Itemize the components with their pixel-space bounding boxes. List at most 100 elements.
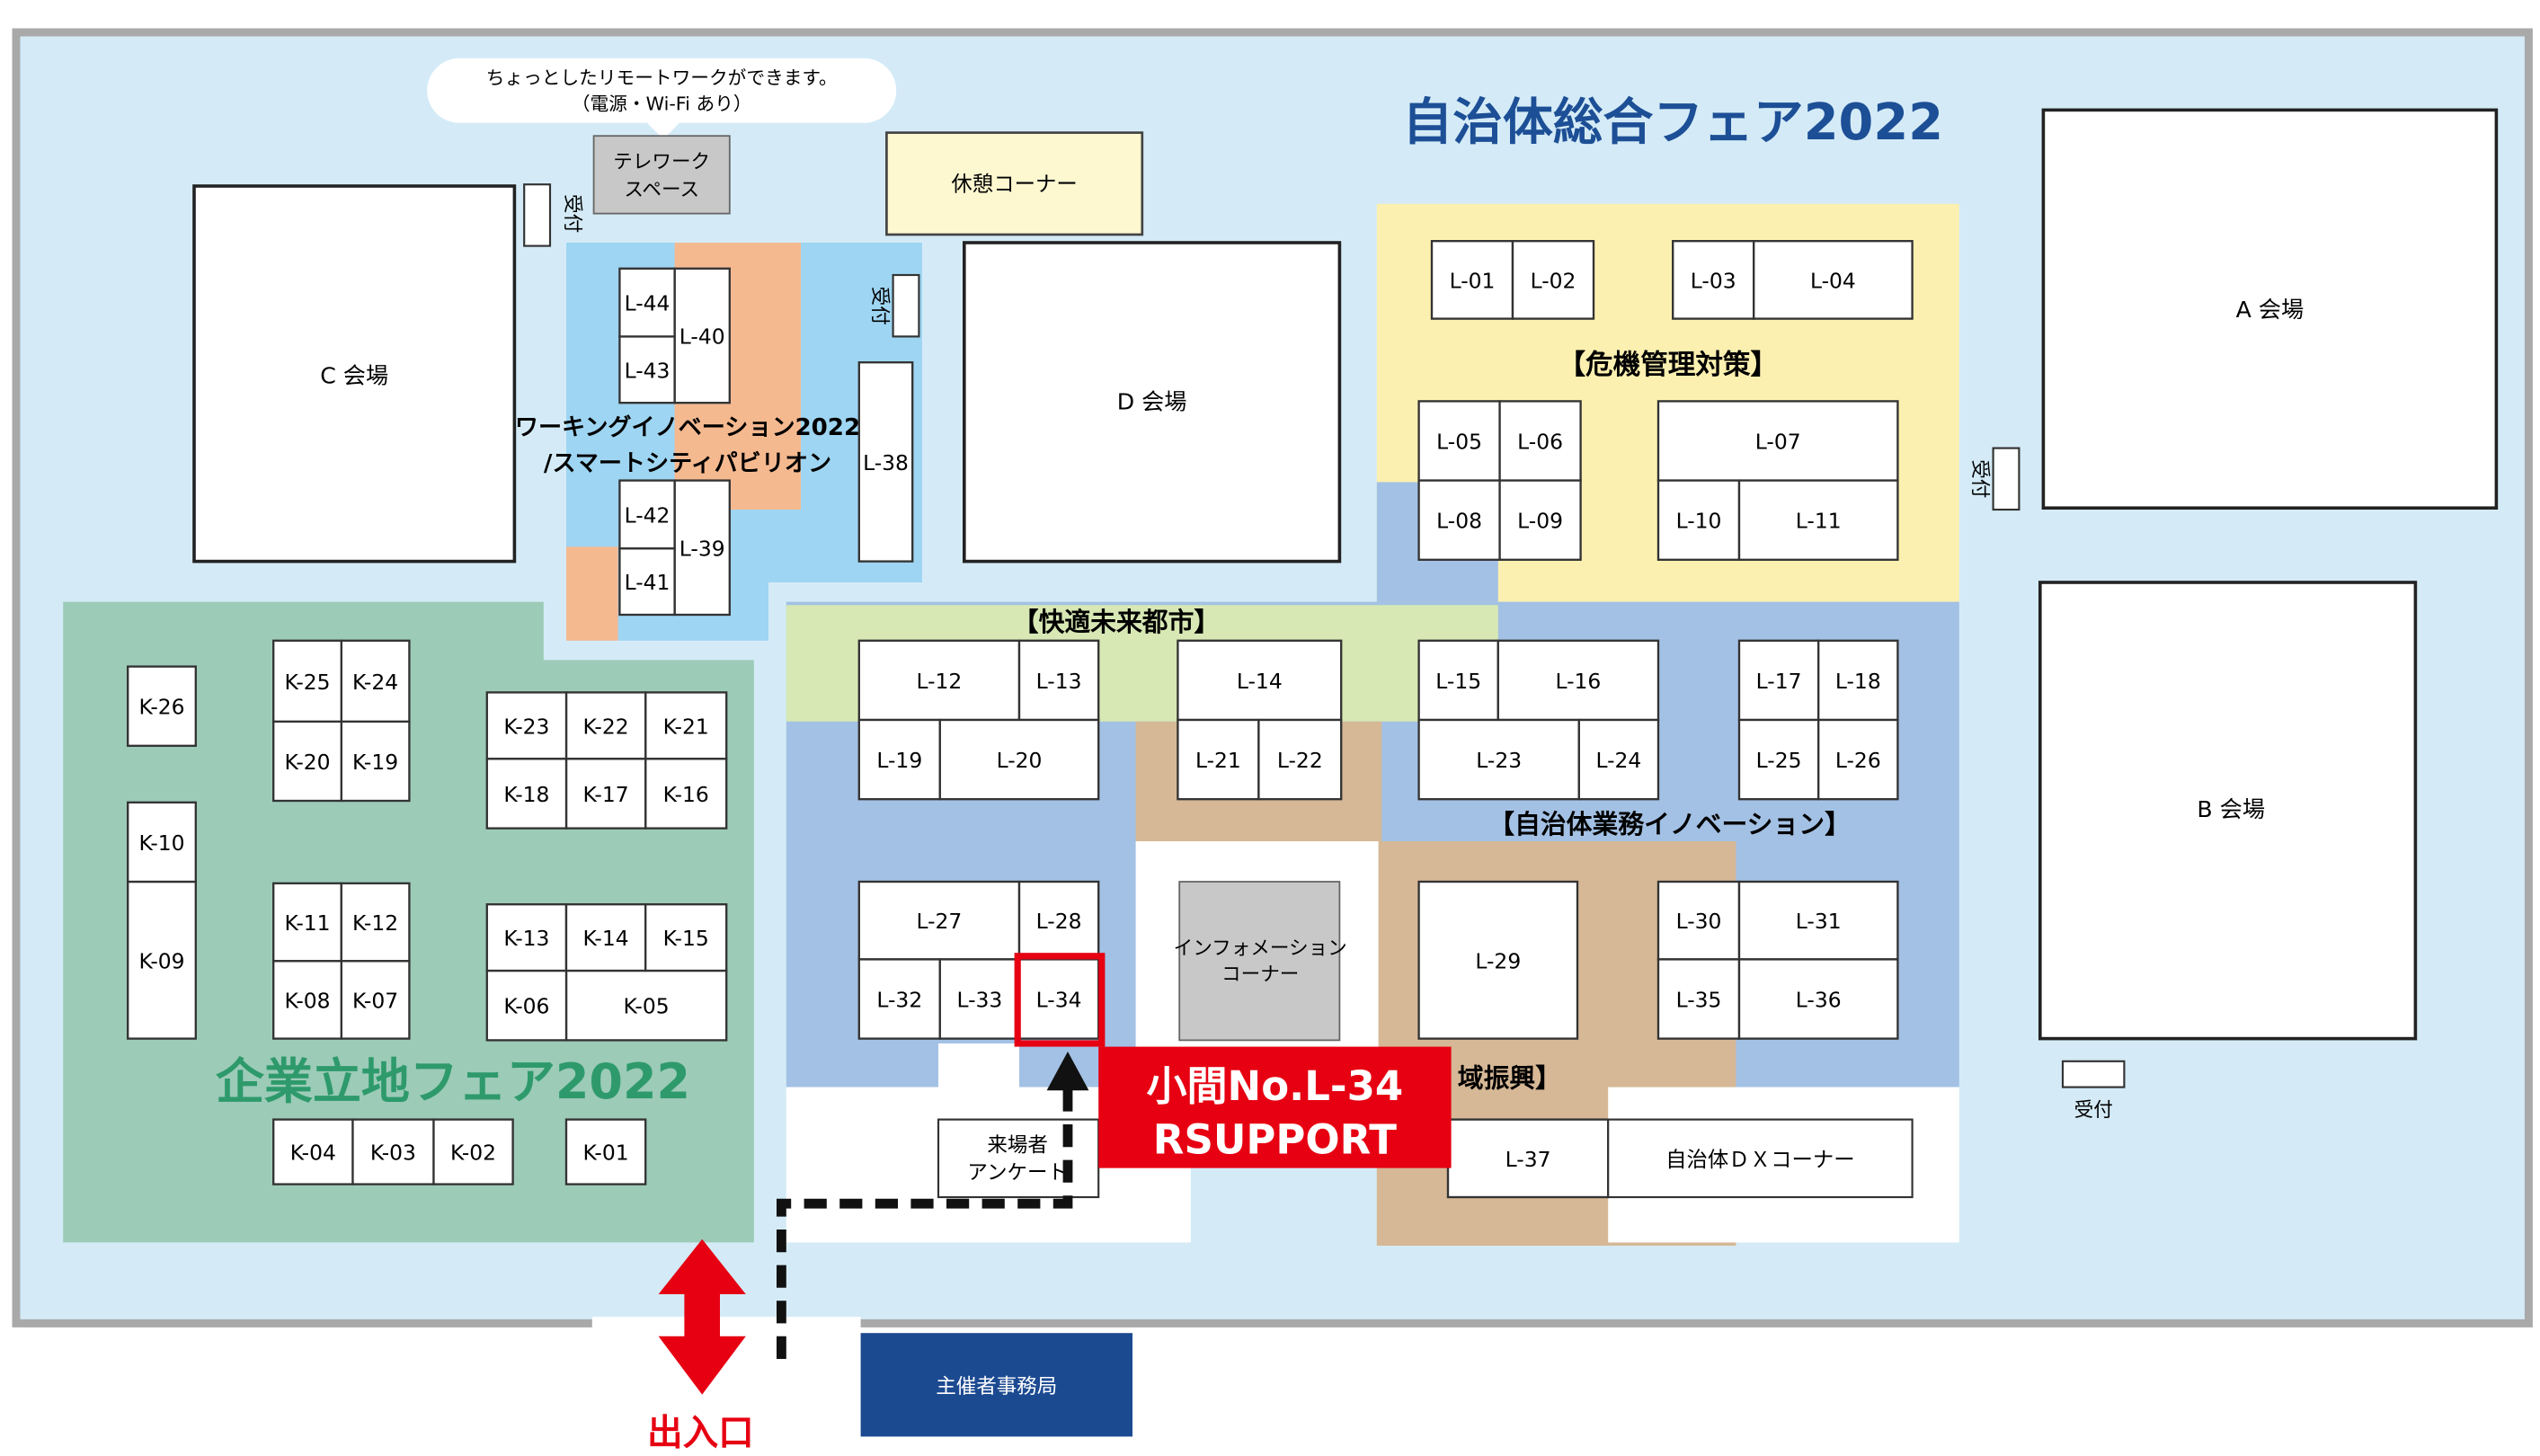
booth-k-05[interactable] (564, 969, 728, 1042)
booth-label-k-12: K-12 (352, 910, 398, 936)
pavilion-title-2: /スマートシティパビリオン (544, 450, 831, 477)
booth-k-14[interactable] (564, 903, 647, 972)
callout-line1: ちょっとしたリモートワークができます。 (486, 67, 838, 89)
telework-space (592, 135, 731, 215)
booth-label-k-05: K-05 (624, 994, 670, 1019)
booth-label-l-39: L-39 (679, 536, 725, 561)
booth-label-l-28: L-28 (1036, 909, 1082, 934)
booth-l-31[interactable] (1737, 880, 1899, 961)
booth-l-10[interactable] (1656, 479, 1741, 561)
booth-l-16[interactable] (1496, 639, 1660, 722)
booth-label-l-17: L-17 (1756, 669, 1802, 694)
booth-l-23[interactable] (1417, 718, 1580, 801)
booth-label-k-23: K-23 (503, 714, 549, 739)
booth-l-32[interactable] (857, 958, 941, 1040)
booth-k-01[interactable] (564, 1118, 647, 1185)
hall-c-label: C 会場 (320, 363, 388, 389)
booth-label-l-30: L-30 (1676, 909, 1722, 934)
booth-l-42[interactable] (618, 479, 676, 550)
dx-corner-label: 自治体ＤＸコーナー (1665, 1147, 1855, 1172)
booth-l-09[interactable] (1498, 479, 1582, 561)
booth-l-26[interactable] (1817, 718, 1899, 801)
booth-l-03[interactable] (1672, 240, 1755, 320)
booth-k-17[interactable] (564, 758, 647, 830)
booth-k-21[interactable] (644, 691, 728, 760)
route-arrow-head (1046, 1052, 1089, 1091)
booth-l-08[interactable] (1417, 479, 1501, 561)
booth-label-k-17: K-17 (583, 782, 629, 807)
booth-label-l-03: L-03 (1691, 268, 1736, 293)
booth-l-41[interactable] (618, 547, 676, 617)
rest-corner (885, 131, 1144, 236)
booth-k-10[interactable] (127, 801, 197, 883)
booth-l-27[interactable] (857, 880, 1021, 961)
booth-label-k-21: K-21 (663, 714, 709, 739)
booth-l-38[interactable] (857, 361, 914, 563)
booth-k-18[interactable] (485, 758, 568, 830)
booth-label-l-20: L-20 (997, 748, 1043, 773)
booth-l-17[interactable] (1737, 639, 1820, 722)
booth-l-43[interactable] (618, 335, 676, 404)
booth-l-29[interactable] (1417, 880, 1579, 1040)
booth-label-l-44: L-44 (625, 291, 671, 316)
booth-k-13[interactable] (485, 903, 568, 972)
booth-k-26[interactable] (127, 665, 197, 747)
booth-label-l-19: L-19 (876, 748, 922, 773)
booth-l-24[interactable] (1577, 718, 1660, 801)
reception-desk-1 (523, 183, 552, 247)
booth-l-40[interactable] (673, 267, 731, 404)
booth-l-20[interactable] (938, 718, 1100, 801)
booth-l-15[interactable] (1417, 639, 1499, 722)
booth-k-25[interactable] (272, 639, 342, 723)
booth-l-04[interactable] (1753, 240, 1914, 320)
booth-k-03[interactable] (351, 1118, 435, 1185)
booth-l-36[interactable] (1737, 958, 1899, 1040)
booth-k-11[interactable] (272, 882, 342, 963)
booth-label-l-09: L-09 (1517, 509, 1563, 534)
booth-l-44[interactable] (618, 267, 676, 338)
booth-k-15[interactable] (644, 903, 728, 972)
telework-callout (427, 58, 897, 123)
booth-l-02[interactable] (1511, 240, 1595, 320)
booth-k-24[interactable] (340, 639, 411, 723)
booth-k-02[interactable] (432, 1118, 514, 1185)
crisis-zone-label: 【危機管理対策】 (1558, 350, 1778, 381)
highlight-label-box[interactable] (1098, 1046, 1452, 1168)
booth-label-k-04: K-04 (290, 1141, 336, 1166)
booth-l-07[interactable] (1656, 400, 1899, 482)
comfort-zone-label: 【快適未来都市】 (1013, 607, 1220, 637)
booth-label-l-15: L-15 (1435, 669, 1481, 694)
booth-k-12[interactable] (340, 882, 411, 963)
booth-l-01[interactable] (1430, 240, 1514, 320)
booth-label-l-29: L-29 (1475, 948, 1521, 973)
booth-k-06[interactable] (485, 969, 568, 1042)
hall-c (192, 184, 517, 564)
booth-label-l-10: L-10 (1676, 509, 1722, 534)
booth-k-23[interactable] (485, 691, 568, 760)
booth-label-l-25: L-25 (1756, 748, 1802, 773)
booth-l-12[interactable] (857, 639, 1021, 722)
booth-label-l-06: L-06 (1517, 430, 1563, 455)
booth-label-l-13: L-13 (1036, 669, 1082, 694)
booth-l-11[interactable] (1737, 479, 1899, 561)
hall-b-label: B 会場 (2197, 796, 2265, 822)
booth-k-20[interactable] (272, 720, 342, 803)
booth-l-37[interactable] (1446, 1118, 1610, 1199)
booth-l-22[interactable] (1257, 718, 1343, 801)
booth-l-14[interactable] (1177, 639, 1343, 722)
booth-l-06[interactable] (1498, 400, 1582, 482)
booth-label-l-12: L-12 (916, 669, 962, 694)
booth-l-19[interactable] (857, 718, 941, 801)
booth-k-04[interactable] (272, 1118, 354, 1185)
booth-k-16[interactable] (644, 758, 728, 830)
booth-label-k-13: K-13 (503, 926, 549, 951)
organizer-office (860, 1333, 1132, 1437)
booth-label-k-14: K-14 (583, 926, 629, 951)
booth-l-35[interactable] (1656, 958, 1741, 1040)
booth-l-39[interactable] (673, 479, 731, 617)
booth-l-05[interactable] (1417, 400, 1501, 482)
telework-line1: テレワーク (613, 151, 710, 173)
booth-l-21[interactable] (1177, 718, 1260, 801)
survey-line1: 来場者 (987, 1134, 1048, 1158)
booth-label-l-08: L-08 (1436, 509, 1482, 534)
